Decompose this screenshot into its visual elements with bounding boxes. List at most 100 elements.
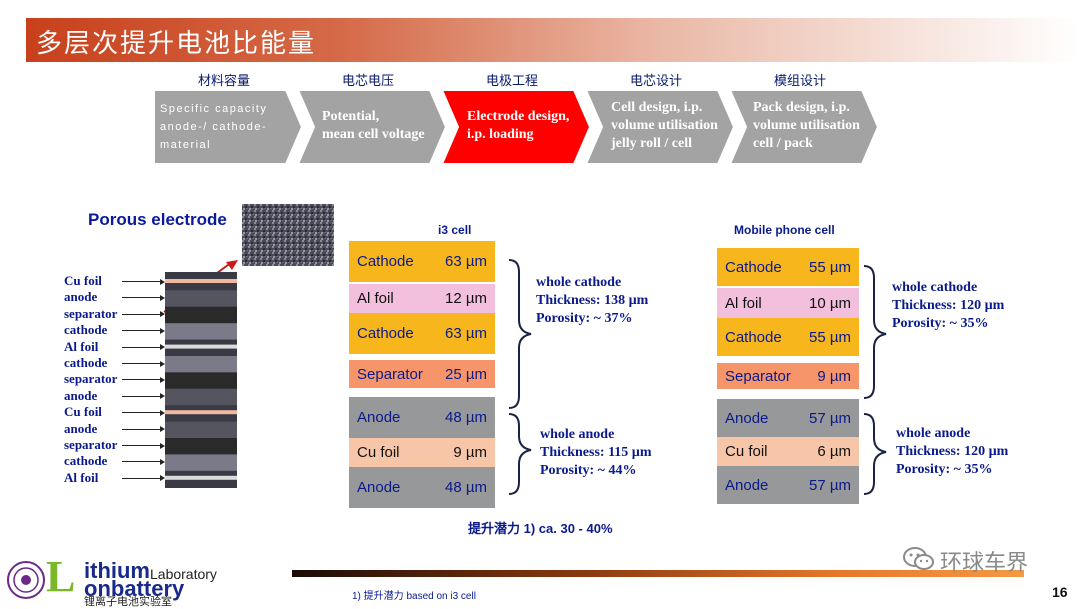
watermark: 环球车界 (940, 551, 1029, 576)
logo-laboratory: Laboratory (150, 566, 217, 582)
mobile-cathode-note: whole cathode Thickness: 120 µm Porosity… (892, 279, 1004, 333)
process-stage-4 (728, 90, 880, 164)
mobile-layer-name: Cathode (725, 328, 782, 346)
electrode-layer-label: anode (64, 289, 98, 305)
layer-pointer-line (122, 330, 162, 332)
mobile-layer-name: Cathode (725, 258, 782, 276)
i3-layer-thickness: 63 µm (445, 325, 487, 342)
process-stage-1 (296, 90, 448, 164)
mobile-braces (863, 265, 887, 495)
process-stage-label: 材料容量 (197, 74, 250, 89)
layer-pointer-line (122, 428, 162, 430)
i3-anode-porosity: Porosity: ~ 44% (540, 463, 637, 478)
mobile-anode-thickness: Thickness: 120 µm (896, 444, 1009, 459)
potential-note: 提升潜力 1) ca. 30 - 40% (468, 521, 613, 536)
layer-pointer-arrow (160, 458, 165, 465)
i3-braces (508, 259, 532, 495)
mobile-layer-thickness: 10 µm (809, 294, 851, 312)
i3-anode-note: whole anode Thickness: 115 µm Porosity: … (540, 426, 652, 480)
mobile-cathode-note-title: whole cathode (892, 280, 978, 295)
mobile-layer-thickness: 9 µm (817, 367, 851, 385)
layer-pointer-arrow (160, 442, 165, 449)
process-stage-label: 电芯设计 (629, 74, 682, 89)
layer-pointer-arrow (160, 360, 165, 367)
process-stage-text: Electrode design, i.p. loading (467, 109, 570, 142)
electrode-layer-label: cathode (64, 322, 108, 338)
cross-section-layer (165, 279, 237, 283)
mobile-layer-name: Cu foil (725, 443, 768, 460)
cross-section-layer (165, 438, 237, 455)
layer-pointer-arrow (160, 393, 165, 400)
electrode-layer-label: separator (64, 371, 118, 387)
cross-section-layer (165, 388, 237, 406)
i3-layer-thickness: 9 µm (453, 444, 487, 461)
mobile-layer-thickness: 55 µm (809, 328, 851, 346)
layer-pointer-line (122, 313, 162, 315)
mobile-layer-box: Anode 57 µm (717, 466, 859, 504)
cross-section-layer (165, 356, 237, 373)
electrode-layer-label: Al foil (64, 469, 99, 485)
i3-layer-thickness: 12 µm (445, 290, 487, 307)
process-stage-2 (440, 90, 592, 164)
mobile-layer-box: Anode 57 µm (717, 399, 859, 437)
layer-pointer-arrow (160, 409, 165, 416)
mobile-anode-porosity: Porosity: ~ 35% (896, 462, 993, 477)
cross-section-layer (165, 290, 237, 307)
mobile-layer-name: Anode (725, 476, 769, 494)
layer-pointer-line (122, 297, 162, 299)
i3-cathode-note-title: whole cathode (536, 275, 622, 290)
cross-section-layer (165, 344, 237, 349)
i3-anode-note-title: whole anode (540, 427, 615, 442)
layer-pointer-line (122, 461, 162, 463)
i3-layer-name: Separator (357, 365, 423, 383)
process-stage-label: 模组设计 (773, 74, 826, 89)
i3-layer-name: Anode (357, 409, 401, 426)
mobile-layer-box: Cathode 55 µm (717, 318, 859, 356)
mobile-layer-thickness: 57 µm (809, 409, 851, 427)
logo-letter: L (46, 552, 76, 601)
layer-pointer-line (122, 281, 162, 282)
footnote: 1) 提升潜力 based on i3 cell (352, 591, 476, 602)
mobile-cell-title: Mobile phone cell (734, 223, 835, 237)
layer-pointer-line (122, 395, 162, 397)
layer-pointer-line (122, 412, 162, 414)
layer-pointer-arrow (160, 426, 165, 433)
i3-layer-thickness: 25 µm (445, 365, 487, 383)
mobile-layer-box: Cathode 55 µm (717, 248, 859, 286)
cross-section-layer (165, 475, 237, 480)
logo-line2: onbattery (84, 576, 185, 601)
layer-pointer-arrow (160, 327, 165, 334)
mobile-layer-name: Separator (725, 367, 791, 385)
electrode-layer-label: anode (64, 420, 98, 436)
mobile-cathode-thickness: Thickness: 120 µm (892, 298, 1005, 313)
layer-pointer-arrow (160, 344, 165, 351)
mobile-cathode-porosity: Porosity: ~ 35% (892, 316, 989, 331)
mobile-layer-thickness: 55 µm (809, 258, 851, 276)
process-chevrons (154, 90, 880, 164)
layer-pointer-line (122, 363, 162, 364)
cross-section-layer (165, 410, 237, 415)
layer-pointer-arrow (160, 294, 165, 301)
mobile-layer-box: Separator 9 µm (717, 363, 859, 389)
i3-anode-thickness: Thickness: 115 µm (540, 445, 652, 460)
process-stage-text: Potential, mean cell voltage (322, 109, 425, 142)
cross-section-layer (165, 306, 237, 324)
electrode-layer-label: Al foil (64, 338, 99, 354)
layer-pointer-arrow (160, 376, 165, 383)
i3-layer-name: Cu foil (357, 444, 400, 461)
process-stage-text: Cell design, i.p. volume utilisation jel… (611, 100, 718, 151)
process-stage-label: 电极工程 (485, 74, 538, 89)
electrode-layer-label: Cu foil (64, 404, 102, 420)
i3-cathode-porosity: Porosity: ~ 37% (536, 311, 633, 326)
i3-cathode-thickness: Thickness: 138 µm (536, 293, 649, 308)
i3-layer-thickness: 48 µm (445, 479, 487, 496)
electrode-layer-label: anode (64, 387, 98, 403)
mobile-layer-name: Anode (725, 409, 769, 427)
layer-pointer-line (122, 445, 162, 446)
mobile-layer-thickness: 57 µm (809, 476, 851, 494)
layer-pointer-line (122, 477, 162, 479)
